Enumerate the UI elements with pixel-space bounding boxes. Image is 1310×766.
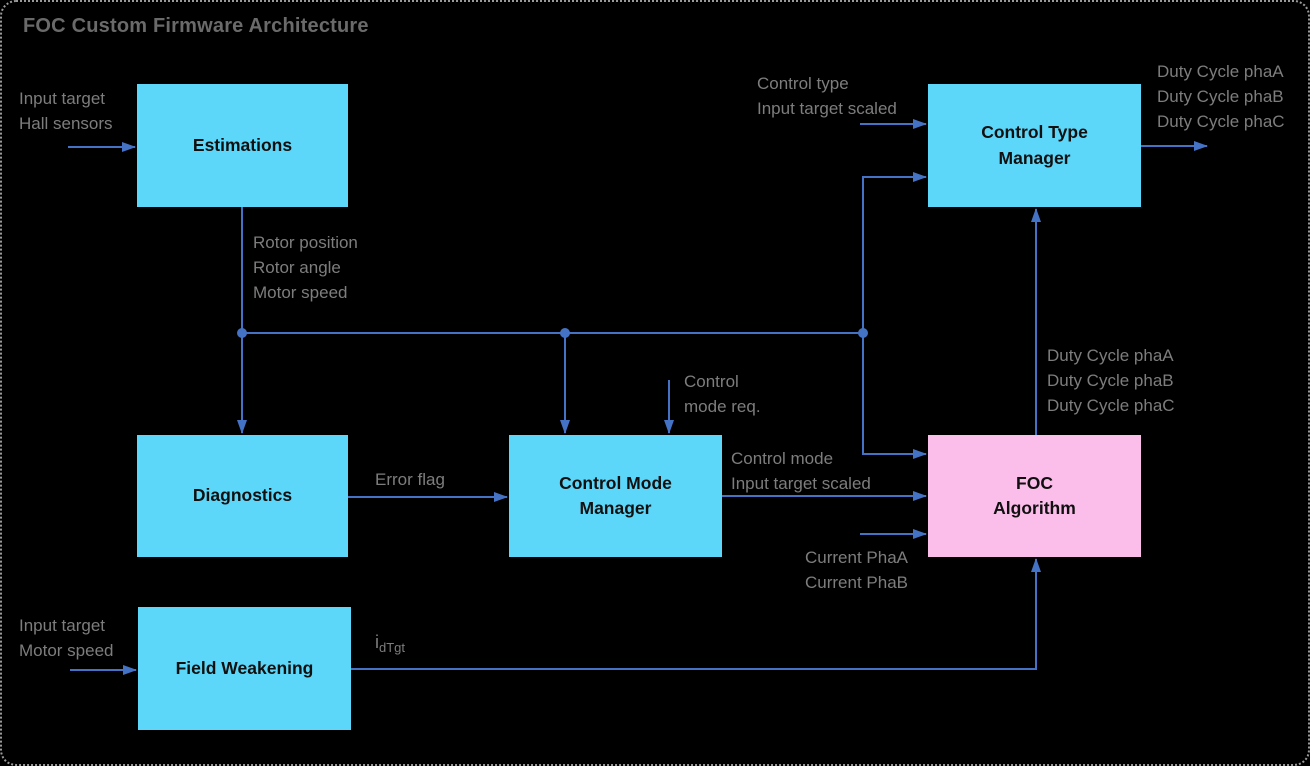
label-ctm-inputs: Control type Input target scaled [757, 74, 897, 118]
block-control-mode-manager: Control Mode Manager [509, 435, 722, 557]
label-foc-outputs: Duty Cycle phaA Duty Cycle phaB Duty Cyc… [1047, 346, 1175, 415]
label-cmm-request-input: Control mode req. [684, 372, 761, 416]
label-error-flag: Error flag [375, 470, 445, 489]
label-fw-inputs: Input target Motor speed [19, 616, 114, 660]
label-foc-current-inputs: Current PhaA Current PhaB [805, 548, 908, 592]
block-control-type-manager: Control Type Manager [928, 84, 1141, 207]
label-cmm-outputs: Control mode Input target scaled [731, 449, 871, 493]
block-diagnostics: Diagnostics [137, 435, 348, 557]
block-foc-algorithm: FOC Algorithm [928, 435, 1141, 557]
label-estimations-inputs: Input target Hall sensors [19, 89, 113, 133]
label-fw-output: idTgt [375, 630, 405, 660]
block-estimations: Estimations [137, 84, 348, 207]
fw-output-symbol: i [375, 632, 379, 652]
block-field-weakening: Field Weakening [138, 607, 351, 730]
edge-field-weakening-to-foc [351, 558, 1041, 670]
junction-dot-estimations [237, 328, 247, 338]
label-estimations-outputs: Rotor position Rotor angle Motor speed [253, 233, 358, 302]
edge-bus-to-foc-algorithm [862, 333, 927, 459]
diagram-title: FOC Custom Firmware Architecture [23, 15, 369, 37]
junction-dot-right [858, 328, 868, 338]
label-ctm-outputs: Duty Cycle phaA Duty Cycle phaB Duty Cyc… [1157, 62, 1285, 131]
junction-dot-cmm [560, 328, 570, 338]
edge-bus-to-control-type-manager [862, 172, 927, 333]
fw-output-subscript: dTgt [379, 640, 406, 655]
